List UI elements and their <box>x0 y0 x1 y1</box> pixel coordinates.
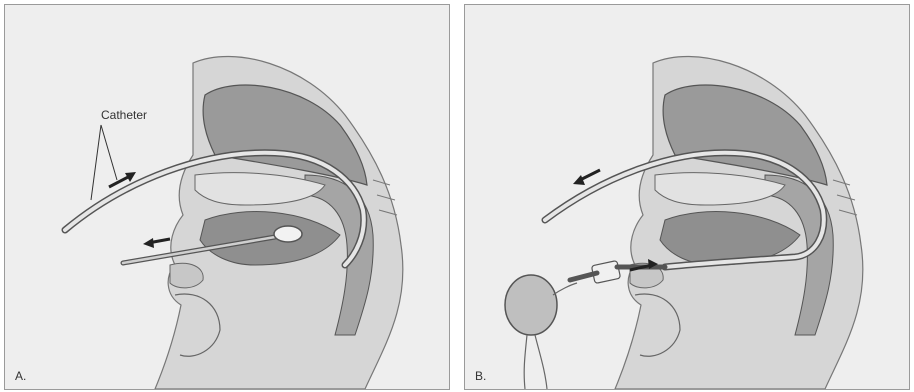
forceps-tip <box>274 226 302 242</box>
panel-b: B. <box>464 4 910 390</box>
catheter-label: Catheter <box>101 108 147 122</box>
panel-a-label: A. <box>15 369 26 383</box>
nasal-catheter-illustration-b <box>465 5 909 389</box>
panel-b-label: B. <box>475 369 486 383</box>
nasal-catheter-illustration-a <box>5 5 449 389</box>
panel-a: Catheter A. <box>4 4 450 390</box>
balloon-pack <box>505 275 557 335</box>
